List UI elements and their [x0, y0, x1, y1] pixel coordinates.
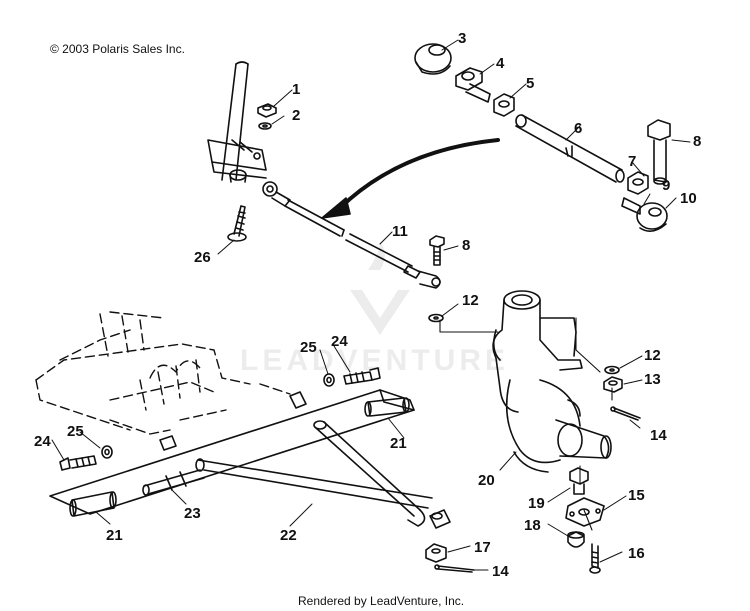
callout-8: 8: [693, 133, 701, 150]
nut-part-1: [257, 103, 277, 118]
nut-part-5: [493, 93, 515, 117]
callout-4: 4: [496, 55, 505, 72]
callout-8-lower: 8: [462, 237, 470, 254]
rod-end-part-10: [621, 197, 668, 232]
washer-part-25-lower: [101, 445, 113, 459]
bolt-part-8-large: [647, 119, 671, 185]
rod-end-part-3: [414, 43, 452, 75]
callout-14-lower: 14: [492, 563, 509, 580]
washer-part-25-upper: [323, 373, 335, 387]
callout-21-lower: 21: [106, 527, 123, 544]
callout-25-lower: 25: [67, 423, 84, 440]
adjuster-tube-part-6: [515, 114, 625, 183]
callout-9: 9: [662, 177, 670, 194]
bolt-part-24-upper: [343, 367, 381, 385]
steering-post: [207, 61, 267, 183]
callout-7: 7: [628, 153, 636, 170]
render-credit: Rendered by LeadVenture, Inc.: [298, 594, 465, 608]
stud-part-19: [569, 467, 589, 495]
ball-joint-part-18: [567, 531, 585, 548]
copyright-notice: © 2003 Polaris Sales Inc.: [50, 42, 185, 56]
washer-part-12-lower: [604, 365, 620, 375]
callout-labels: 1 2 3 4 5 6 7 8 9 10 11 8 12 26 25 24 12…: [34, 30, 701, 580]
callout-18: 18: [524, 517, 541, 534]
frame-phantom: [35, 311, 291, 435]
callout-12-lower: 12: [644, 347, 661, 364]
callout-14: 14: [650, 427, 667, 444]
callout-12: 12: [462, 292, 479, 309]
callout-24-lower: 24: [34, 433, 51, 450]
bolt-part-26: [227, 205, 247, 242]
callout-1: 1: [292, 81, 300, 98]
callout-10: 10: [680, 190, 697, 207]
callout-16: 16: [628, 545, 645, 562]
callout-2: 2: [292, 107, 300, 124]
leader-lines: [51, 39, 691, 571]
callout-25: 25: [300, 339, 317, 356]
callout-22: 22: [280, 527, 297, 544]
assembly-arrow: [321, 138, 500, 219]
callout-6: 6: [574, 120, 582, 137]
castle-nut-part-13: [603, 376, 623, 393]
callout-21: 21: [390, 435, 407, 452]
jam-nut-part-4: [455, 67, 491, 103]
callout-17: 17: [474, 539, 491, 556]
callout-24: 24: [331, 333, 348, 350]
bolt-part-24-lower: [59, 455, 97, 471]
bolt-part-8-small: [429, 235, 445, 266]
watermark-text: LEADVENTURE: [240, 344, 509, 377]
callout-26: 26: [194, 249, 211, 266]
callout-23: 23: [184, 505, 201, 522]
callout-11: 11: [392, 223, 408, 240]
callout-15: 15: [628, 487, 645, 504]
a-arm-part-22: [142, 420, 451, 529]
leadventure-watermark: LEADVENTURE: [240, 242, 509, 377]
bushing-part-21-right: [364, 397, 410, 417]
washer-part-2: [258, 122, 272, 130]
tie-rod-part-11: [227, 181, 441, 289]
cotter-pin-part-14-lower: [434, 564, 475, 573]
bushing-part-21-left: [69, 491, 117, 517]
nut-part-17: [425, 543, 447, 563]
callout-20: 20: [478, 472, 495, 489]
callout-19: 19: [528, 495, 545, 512]
bolt-part-16: [589, 543, 601, 574]
jam-nut-part-7: [627, 171, 649, 195]
callout-13: 13: [644, 371, 661, 388]
washer-part-12-upper: [428, 313, 444, 323]
plate-part-15: [565, 497, 605, 527]
callout-3: 3: [458, 30, 466, 47]
frame-cross-member: [49, 389, 415, 515]
callout-5: 5: [526, 75, 534, 92]
cotter-pin-part-14-upper: [610, 406, 641, 421]
spindle-part-20: [492, 290, 612, 473]
